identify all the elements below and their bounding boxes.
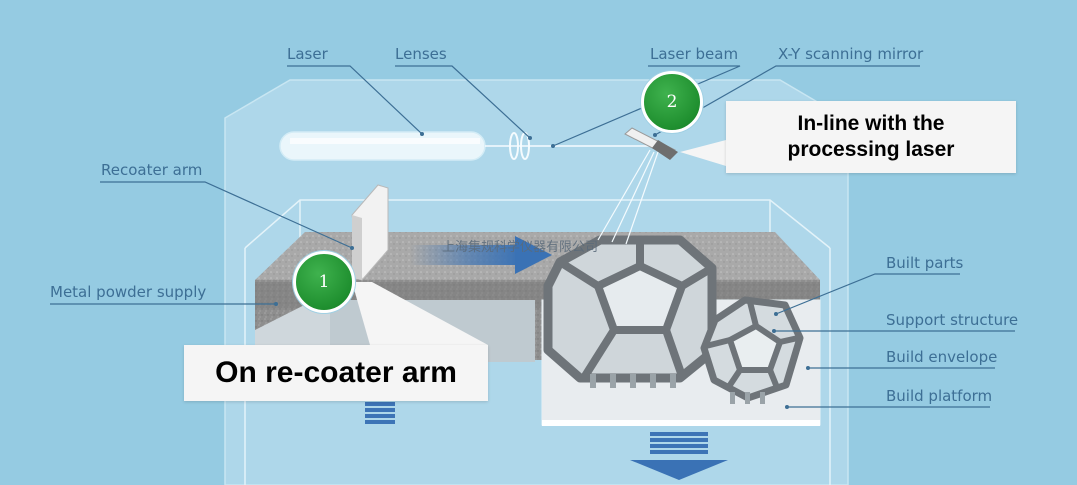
built-part-large — [543, 235, 717, 383]
watermark-text: 上海集规科学仪器有限公司 — [442, 240, 599, 255]
build-platform-plate — [542, 420, 820, 426]
deflected-beams — [597, 149, 659, 245]
platform-down-arrow — [630, 460, 728, 480]
label-laser: Laser — [287, 45, 328, 63]
callout-on-recoater-arm: On re-coater arm — [184, 345, 488, 401]
callout-inline-line1: In-line with the — [797, 112, 945, 135]
support-structures — [590, 374, 765, 404]
label-build-platform: Build platform — [886, 387, 993, 405]
marker-2: 2 — [641, 71, 703, 133]
callout-coater-pointer — [352, 282, 488, 345]
leader-dots — [274, 132, 810, 409]
label-xy-scanning-mirror: X-Y scanning mirror — [778, 45, 924, 63]
built-part-small — [700, 296, 804, 402]
xy-mirror-graphic — [624, 127, 678, 160]
label-support-structure: Support structure — [886, 311, 1019, 329]
callout-inline-line2: processing laser — [787, 138, 955, 161]
callout-inline-pointer — [680, 140, 726, 166]
label-metal-powder-supply: Metal powder supply — [50, 283, 207, 301]
callout-inline-laser: In-line with the processing laser — [726, 101, 1016, 173]
supply-piston-stack — [365, 402, 395, 424]
laser-tube — [279, 131, 486, 161]
recoater-arm-blade — [351, 184, 389, 282]
build-piston-stack — [650, 432, 708, 454]
recoater-direction-arrow — [410, 236, 552, 274]
label-recoater-arm: Recoater arm — [101, 161, 203, 179]
leader-lines — [50, 65, 1015, 408]
callout-on-recoater-arm-text: On re-coater arm — [215, 356, 457, 389]
label-lenses: Lenses — [395, 45, 447, 63]
label-laser-beam: Laser beam — [650, 45, 739, 63]
marker-1: 1 — [293, 251, 355, 313]
label-build-envelope: Build envelope — [886, 348, 998, 366]
label-built-parts: Built parts — [886, 254, 964, 272]
